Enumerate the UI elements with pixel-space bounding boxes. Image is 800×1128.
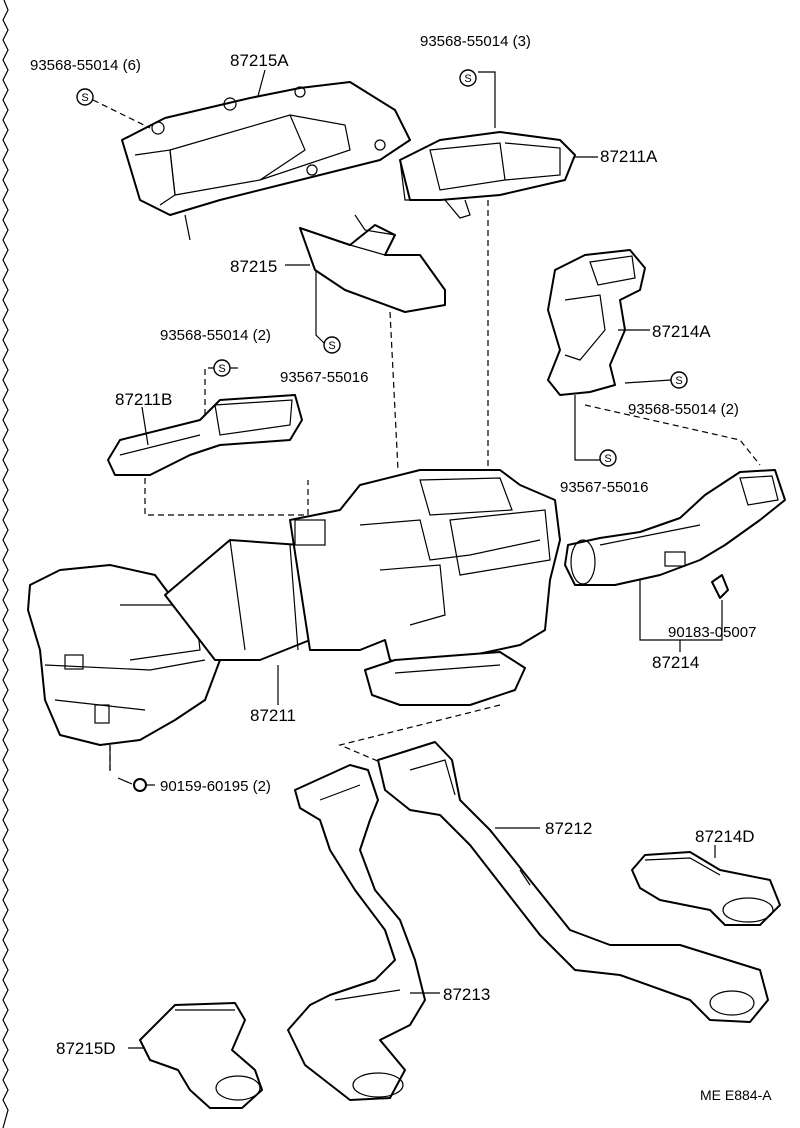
- page-edge: [2, 0, 9, 1128]
- fastener-symbol-2: S: [459, 69, 477, 87]
- svg-text:S: S: [81, 92, 88, 104]
- part-main-assembly: [27, 469, 561, 770]
- fastener-symbol-4: S: [323, 336, 341, 354]
- part-87212: [377, 741, 769, 1023]
- part-87214: [564, 469, 786, 599]
- label-clip: 90183-05007: [668, 624, 756, 641]
- label-87214a: 87214A: [652, 322, 711, 341]
- leader-lines: [92, 69, 761, 1049]
- part-87211b: [107, 394, 303, 476]
- svg-text:S: S: [604, 453, 611, 465]
- bolt-icon: [117, 777, 147, 792]
- fastener-symbol-1: S: [76, 88, 94, 106]
- svg-text:S: S: [675, 375, 682, 387]
- label-screw-top-left: 93568-55014 (6): [30, 57, 141, 74]
- diagram-code: ME E884-A: [700, 1087, 772, 1103]
- label-screw-87214: 93567-55016: [560, 479, 648, 496]
- label-87214d: 87214D: [695, 827, 755, 846]
- svg-text:S: S: [464, 73, 471, 85]
- label-87215a: 87215A: [230, 51, 289, 70]
- label-87214: 87214: [652, 653, 699, 672]
- fastener-symbol-6: S: [599, 449, 617, 467]
- label-screw-87215: 93567-55016: [280, 369, 368, 386]
- label-87211b: 87211B: [115, 390, 172, 409]
- part-87211a: [399, 131, 576, 219]
- fastener-symbol-3: S: [213, 359, 231, 377]
- label-87212: 87212: [545, 819, 592, 838]
- label-screw-left-mid: 93568-55014 (2): [160, 327, 271, 344]
- part-87215: [299, 214, 446, 313]
- label-bolt: 90159-60195 (2): [160, 778, 271, 795]
- part-87215a: [121, 81, 411, 241]
- fastener-symbol-5: S: [670, 371, 688, 389]
- part-87215d: [139, 1002, 263, 1109]
- part-87213: [287, 764, 426, 1101]
- part-87214a: [547, 249, 646, 396]
- label-87211a: 87211A: [600, 147, 658, 166]
- part-87214d: [631, 851, 781, 926]
- label-87215: 87215: [230, 257, 277, 276]
- label-screw-87214a: 93568-55014 (2): [628, 401, 739, 418]
- label-87215d: 87215D: [56, 1039, 116, 1058]
- svg-text:S: S: [218, 363, 225, 375]
- svg-text:S: S: [328, 340, 335, 352]
- label-screw-top-right: 93568-55014 (3): [420, 33, 531, 50]
- label-87211: 87211: [250, 706, 296, 725]
- label-87213: 87213: [443, 985, 490, 1004]
